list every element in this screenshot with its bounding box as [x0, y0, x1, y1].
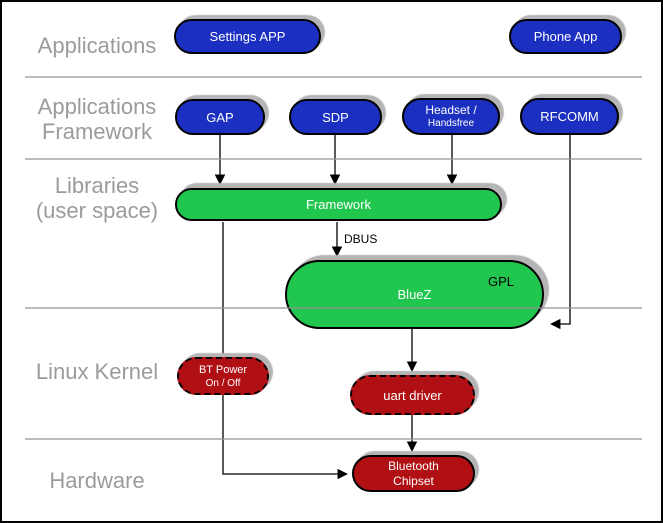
row-label-applications-text: Applications: [37, 33, 157, 58]
row-label-applications: Applications: [12, 33, 182, 58]
node-bluetooth-chipset-label-line1: Bluetooth: [388, 458, 439, 473]
node-gap-label: GAP: [206, 109, 234, 125]
node-settings-app: Settings APP: [174, 19, 321, 54]
row-label-libraries-line1: Libraries: [54, 173, 140, 198]
node-headset-label-line2: Handsfree: [427, 118, 475, 129]
node-bluez: BlueZ GPL: [285, 260, 544, 329]
edge-rfcomm-to-bluez: [550, 135, 571, 330]
bluez-gpl-tag: GPL: [487, 274, 514, 289]
edge-label-dbus: DBUS: [344, 232, 378, 246]
row-label-linux-kernel-text: Linux Kernel: [35, 359, 159, 384]
node-sdp-label: SDP: [322, 109, 349, 125]
node-gap: GAP: [175, 99, 265, 135]
node-rfcomm: RFCOMM: [520, 98, 619, 135]
row-label-hardware-text: Hardware: [49, 468, 145, 493]
node-phone-app: Phone App: [509, 19, 622, 54]
node-headset-handsfree: Headset / Handsfree: [402, 98, 500, 135]
node-bluez-label: BlueZ: [397, 287, 432, 302]
node-uart-driver: uart driver: [350, 375, 475, 415]
node-framework-label: Framework: [305, 197, 371, 212]
node-bluetooth-chipset: Bluetooth Chipset: [352, 455, 475, 492]
row-label-hardware: Hardware: [12, 468, 182, 493]
node-rfcomm-label: RFCOMM: [540, 109, 599, 124]
row-label-applications-framework: Applications Framework: [12, 94, 182, 144]
node-bt-power-label-line2: On / Off: [205, 377, 241, 389]
row-label-linux-kernel: Linux Kernel: [12, 359, 182, 384]
row-label-applications-framework-line1: Applications: [37, 94, 157, 119]
row-label-applications-framework-line2: Framework: [41, 119, 152, 144]
row-label-libraries: Libraries (user space): [12, 173, 182, 223]
row-label-libraries-line2: (user space): [35, 198, 159, 223]
node-settings-app-label: Settings APP: [209, 29, 286, 44]
node-uart-driver-label: uart driver: [383, 387, 442, 403]
node-headset-label-line1: Headset /: [425, 103, 477, 117]
node-bluetooth-chipset-label-line2: Chipset: [393, 473, 434, 488]
node-framework: Framework: [175, 188, 502, 221]
node-sdp: SDP: [289, 99, 382, 135]
node-phone-app-label: Phone App: [533, 29, 598, 44]
node-bt-power: BT Power On / Off: [177, 357, 269, 395]
node-bt-power-label-line1: BT Power: [198, 363, 248, 376]
